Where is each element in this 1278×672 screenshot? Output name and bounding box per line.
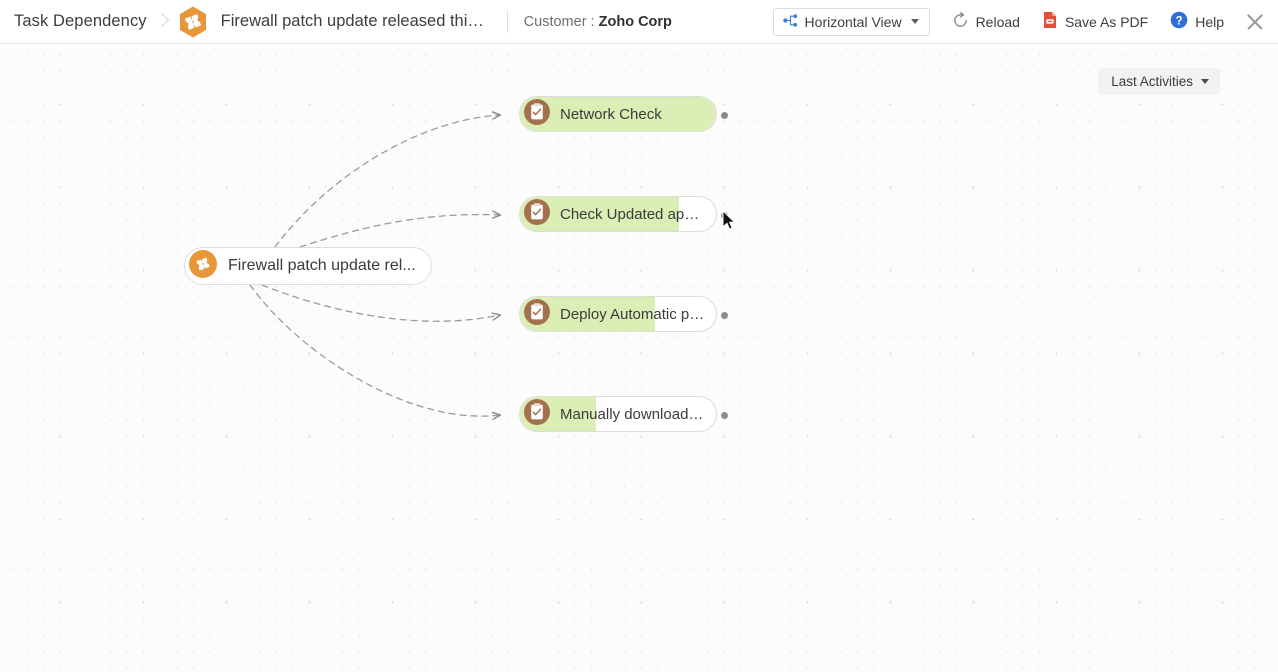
- graph-node-label: Deploy Automatic pat...: [560, 305, 706, 323]
- ticket-circle-icon: [188, 249, 218, 284]
- edge-root-n4: [249, 284, 500, 416]
- svg-text:?: ?: [1176, 15, 1183, 27]
- graph-node-deploy-automatic-patch[interactable]: Deploy Automatic pat...: [519, 296, 717, 332]
- graph-node-label: Manually download p...: [560, 405, 706, 423]
- graph-node-label: Firewall patch update rel...: [228, 257, 416, 274]
- edge-root-n2: [299, 215, 500, 248]
- graph-node-check-updated-application[interactable]: Check Updated appli...: [519, 196, 717, 232]
- chevron-down-icon: [910, 19, 919, 24]
- view-mode-label: Horizontal View: [804, 13, 902, 30]
- breadcrumb-chevron-icon: [151, 0, 173, 44]
- edge-root-n1: [274, 115, 500, 248]
- view-mode-select[interactable]: Horizontal View: [772, 7, 930, 36]
- dependency-canvas[interactable]: Last Activities Firewall patch update re…: [0, 44, 1278, 672]
- reload-label: Reload: [975, 13, 1020, 30]
- graph-node-manually-download-patch[interactable]: Manually download p...: [519, 396, 717, 432]
- reload-button[interactable]: Reload: [952, 11, 1020, 32]
- page-title: Task Dependency: [14, 12, 147, 30]
- progress-fill: [520, 97, 716, 131]
- help-button[interactable]: ? Help: [1170, 11, 1224, 32]
- graph-node-network-check[interactable]: Network Check: [519, 96, 717, 132]
- graph-node-root[interactable]: Firewall patch update rel...: [184, 247, 432, 285]
- reload-icon: [952, 11, 969, 32]
- last-activities-filter[interactable]: Last Activities: [1098, 68, 1220, 95]
- node-expand-handle[interactable]: [721, 212, 728, 219]
- customer-info: Customer : Zoho Corp: [524, 14, 672, 30]
- graph-node-label: Network Check: [560, 105, 662, 123]
- node-expand-handle[interactable]: [721, 112, 728, 119]
- ticket-subject[interactable]: Firewall patch update released this w...: [220, 12, 491, 30]
- edge-layer: [249, 44, 1278, 672]
- ticket-hex-icon: [175, 4, 211, 40]
- task-clipboard-icon: [523, 198, 551, 231]
- app-header: Task Dependency Firewall patch update re…: [0, 0, 1278, 44]
- help-label: Help: [1195, 13, 1224, 30]
- node-expand-handle[interactable]: [721, 312, 728, 319]
- chevron-down-icon: [1201, 79, 1209, 84]
- pdf-icon: [1042, 11, 1058, 32]
- save-as-pdf-button[interactable]: Save As PDF: [1042, 11, 1148, 32]
- save-as-pdf-label: Save As PDF: [1064, 13, 1149, 30]
- graph-node-label: Check Updated appli...: [560, 205, 706, 223]
- customer-name: Zoho Corp: [598, 13, 672, 30]
- task-clipboard-icon: [523, 98, 551, 131]
- edge-root-n3: [261, 284, 500, 322]
- header-divider: [506, 10, 508, 33]
- last-activities-label: Last Activities: [1111, 74, 1193, 89]
- node-expand-handle[interactable]: [721, 412, 728, 419]
- help-circle-icon: ?: [1170, 11, 1188, 32]
- customer-label: Customer :: [523, 13, 595, 30]
- close-icon[interactable]: [1244, 11, 1266, 33]
- task-clipboard-icon: [523, 298, 551, 331]
- hierarchy-icon: [782, 13, 798, 30]
- task-clipboard-icon: [523, 398, 551, 431]
